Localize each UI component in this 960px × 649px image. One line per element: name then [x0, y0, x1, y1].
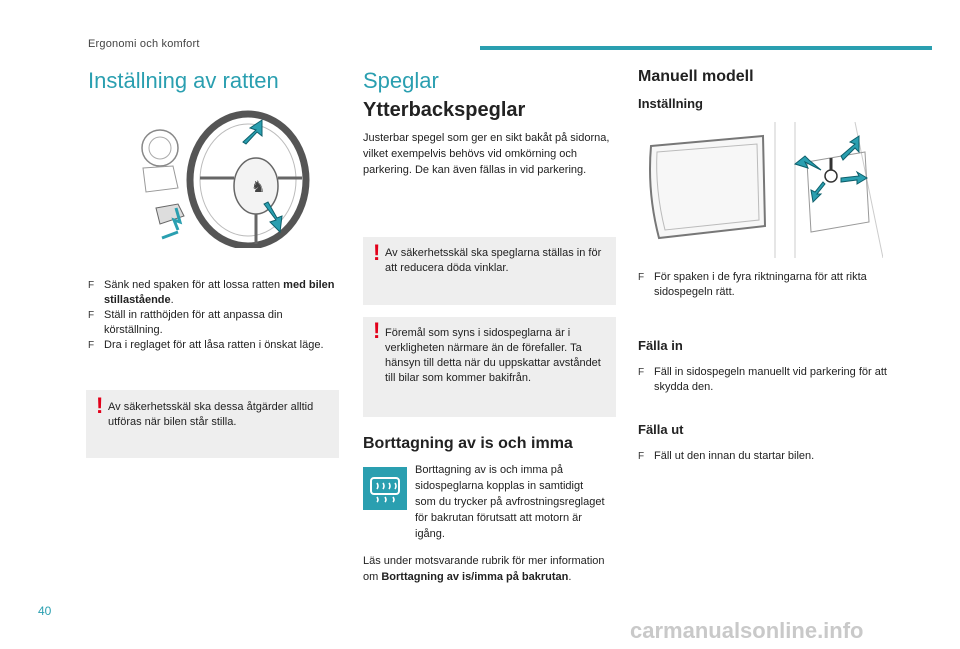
steering-instructions-list: Sänk ned spaken för att lossa ratten med…	[88, 278, 338, 353]
fold-in-heading: Fälla in	[638, 338, 683, 353]
mirrors-title: Speglar	[363, 68, 439, 93]
list-item: Sänk ned spaken för att lossa ratten med…	[88, 278, 338, 308]
mirror-warning-box-1: ! Av säkerhetsskäl ska speglarna ställas…	[363, 237, 616, 305]
fold-in-list: Fäll in sidospegeln manuellt vid parkeri…	[638, 365, 888, 395]
setting-heading: Inställning	[638, 96, 703, 111]
warning-text: Av säkerhetsskäl ska speglarna ställas i…	[385, 247, 602, 274]
header-title: Ergonomi och komfort	[88, 38, 200, 50]
steering-wheel-illustration: ♞	[138, 108, 310, 248]
warning-text: Av säkerhetsskäl ska dessa åtgärder allt…	[108, 401, 314, 428]
list-item: För spaken i de fyra riktningarna för at…	[638, 270, 888, 300]
reference-text: Läs under motsvarande rubrik för mer inf…	[363, 555, 605, 583]
list-item: Fäll in sidospegeln manuellt vid parkeri…	[638, 365, 888, 395]
defrost-text: Borttagning av is och imma på sidospegla…	[415, 464, 605, 540]
steering-adjust-title: Inställning av ratten	[88, 68, 279, 93]
mirror-adjust-illustration	[645, 122, 883, 258]
manual-model-heading: Manuell modell	[638, 68, 754, 85]
mirror-warning-box-2: ! Föremål som syns i sidospeglarna är i …	[363, 317, 616, 417]
list-item: Ställ in ratthöjden för att anpassa din …	[88, 308, 338, 338]
setting-instructions-list: För spaken i de fyra riktningarna för at…	[638, 270, 888, 300]
warning-icon: !	[373, 240, 381, 265]
watermark: carmanualsonline.info	[630, 618, 864, 643]
header-accent-bar	[480, 46, 932, 50]
outside-mirrors-subtitle: Ytterbackspeglar	[363, 99, 526, 121]
svg-text:♞: ♞	[251, 177, 265, 196]
fold-out-list: Fäll ut den innan du startar bilen.	[638, 449, 888, 464]
page-number: 40	[38, 604, 52, 618]
defrost-heading: Borttagning av is och imma	[363, 435, 573, 452]
warning-icon: !	[373, 318, 381, 343]
rear-defrost-icon	[363, 467, 407, 510]
list-item: Dra i reglaget för att låsa ratten i öns…	[88, 338, 338, 353]
warning-text: Föremål som syns i sidospeglarna är i ve…	[385, 327, 601, 384]
warning-icon: !	[96, 393, 104, 418]
list-item: Fäll ut den innan du startar bilen.	[638, 449, 888, 464]
steering-warning-box: ! Av säkerhetsskäl ska dessa åtgärder al…	[86, 390, 339, 458]
mirrors-intro-text: Justerbar spegel som ger en sikt bakåt p…	[363, 132, 610, 176]
fold-out-heading: Fälla ut	[638, 422, 684, 437]
